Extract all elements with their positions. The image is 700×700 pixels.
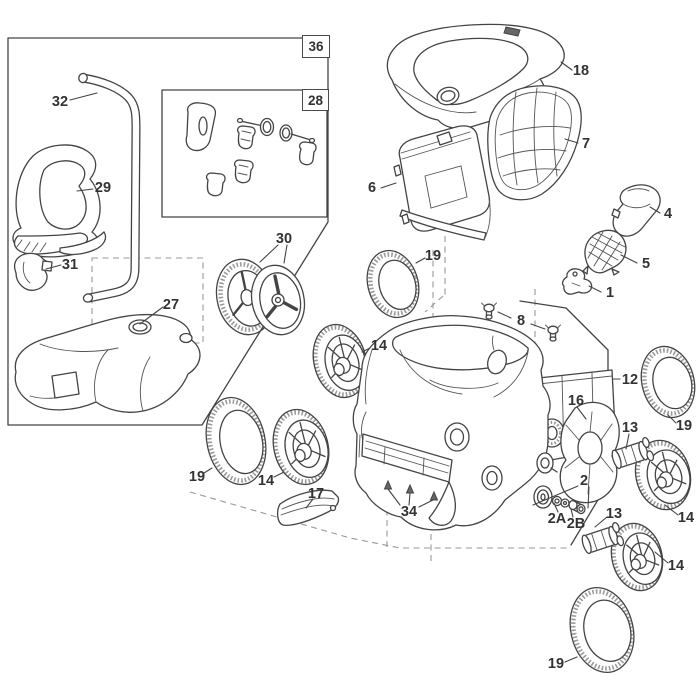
part-14-wheel-left	[266, 404, 337, 491]
part-19-tire-right	[634, 341, 700, 423]
part-30-wheels	[210, 254, 311, 340]
part-label-18: 18	[572, 62, 590, 79]
part-label-31: 31	[61, 256, 79, 273]
part-label-14-left: 14	[257, 472, 275, 489]
part-19-tire-top	[360, 244, 427, 323]
part-13-coupler-lower	[580, 522, 625, 557]
part-29-caddy-frame	[13, 145, 106, 257]
leader-lines	[46, 62, 678, 662]
box-36-tag: 36	[302, 35, 330, 58]
part-label-17: 17	[307, 485, 325, 502]
part-label-12: 12	[621, 371, 639, 388]
part-label-14-midleft: 14	[370, 337, 388, 354]
part-label-19-right: 19	[675, 417, 693, 434]
part-label-13-upper: 13	[621, 419, 639, 436]
part-34-screw-markers	[385, 481, 438, 507]
part-label-14-bottom: 14	[667, 557, 685, 574]
part-label-2A: 2A	[547, 510, 567, 527]
box-28-tag: 28	[302, 89, 329, 111]
part-label-4: 4	[663, 205, 673, 222]
part-label-32: 32	[51, 93, 69, 110]
part-label-5: 5	[641, 255, 651, 272]
part-1-fitting	[563, 269, 592, 294]
part-13-coupler-upper	[610, 437, 655, 472]
part-17-blade	[278, 490, 339, 525]
part-5-screen	[583, 230, 626, 275]
part-label-13-lower: 13	[605, 505, 623, 522]
part-label-7: 7	[581, 135, 591, 152]
part-label-1: 1	[605, 284, 615, 301]
part-label-30: 30	[275, 230, 293, 247]
part-28-hardware-kit	[186, 103, 316, 196]
part-label-2B: 2B	[566, 515, 586, 532]
part-7-filter-basket	[488, 86, 581, 200]
part-label-27: 27	[162, 296, 180, 313]
part-4-nozzle	[612, 185, 660, 236]
part-14-wheel-right	[628, 435, 697, 516]
part-31-bracket	[15, 253, 52, 290]
main-body	[353, 316, 550, 530]
part-2-axle-kit	[534, 486, 585, 514]
part-19-tire-left	[198, 392, 273, 490]
part-16-plate	[560, 402, 619, 502]
part-label-29: 29	[94, 179, 112, 196]
part-6-filter-canister	[394, 126, 490, 240]
box-28-outline	[162, 90, 327, 217]
part-label-6: 6	[367, 179, 377, 196]
part-label-2: 2	[579, 472, 589, 489]
part-label-19-top: 19	[424, 247, 442, 264]
part-19-tire-bottom	[562, 581, 643, 679]
part-14-wheel-bottom	[605, 518, 670, 596]
part-label-34: 34	[400, 503, 418, 520]
part-label-19-bottom: 19	[547, 655, 565, 672]
part-label-14-right: 14	[677, 509, 695, 526]
part-label-16: 16	[567, 392, 585, 409]
part-8-screws	[482, 303, 561, 341]
part-label-8: 8	[516, 312, 526, 329]
part-32-handle-tube	[78, 72, 136, 303]
part-label-19-left: 19	[188, 468, 206, 485]
part-27-caddy-base	[15, 315, 200, 413]
